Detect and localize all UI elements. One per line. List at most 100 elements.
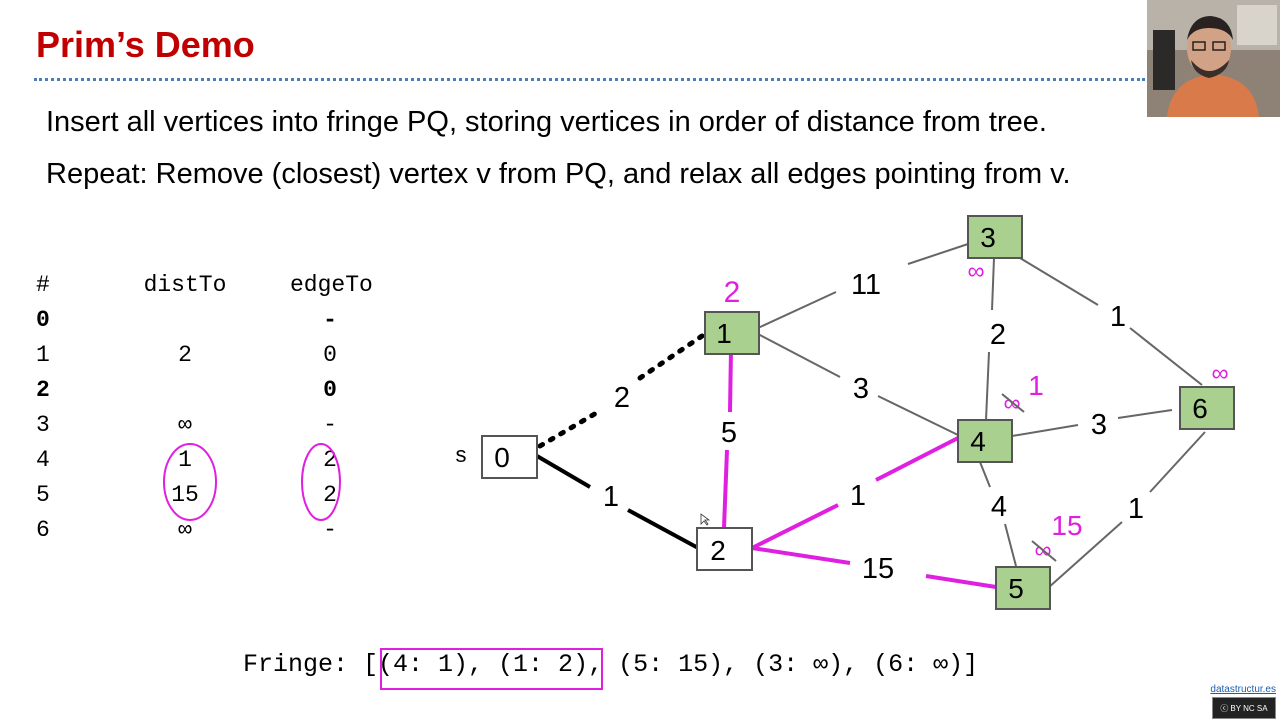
- edge-weight-4-5: 4: [991, 491, 1007, 523]
- dist-label-node-5: 15: [1051, 510, 1082, 541]
- edge-2-5-b: [925, 574, 997, 589]
- edge-2-5-a: [751, 546, 851, 565]
- table-row: 5 15 2: [30, 482, 410, 517]
- edge-weight-2-5: 15: [862, 553, 894, 585]
- datastructures-link[interactable]: datastructur.es: [1210, 684, 1276, 695]
- edge-weight-1-4: 3: [853, 373, 869, 405]
- edge-4-6-b: [1117, 409, 1173, 419]
- row-distto: 1: [178, 447, 192, 473]
- fringe-items: (4: 1), (1: 2), (5: 15), (3: ∞), (6: ∞)]: [378, 650, 979, 679]
- cc-icon: ⓒ: [1220, 703, 1229, 713]
- edge-3-6-b: [1129, 327, 1203, 386]
- table-row: 1 2 0: [30, 342, 410, 377]
- edge-3-6-a: [1019, 257, 1099, 306]
- node-6-label: 6: [1192, 393, 1208, 424]
- node-2: 2: [696, 527, 753, 571]
- edge-1-2-a: [728, 349, 733, 413]
- strike-node-4: [1001, 393, 1025, 413]
- table-row: 3 ∞ -: [30, 412, 410, 447]
- row-vertex: 3: [36, 412, 50, 438]
- row-vertex: 6: [36, 517, 50, 543]
- distto-highlight-ellipse: [163, 443, 217, 521]
- edge-weight-1-2: 5: [721, 417, 737, 449]
- row-vertex: 0: [36, 307, 50, 333]
- edge-weight-3-6: 1: [1110, 301, 1126, 333]
- node-5-label: 5: [1008, 573, 1024, 604]
- edge-1-3-a: [757, 291, 837, 329]
- edge-weight-2-4: 1: [850, 480, 866, 512]
- node-3: 3: [967, 215, 1023, 259]
- dist-label-node-4: 1: [1028, 370, 1044, 401]
- edge-2-4-a: [751, 503, 839, 550]
- row-edgeto: -: [323, 517, 337, 543]
- row-vertex: 1: [36, 342, 50, 368]
- node-1: 1: [704, 311, 760, 355]
- row-edgeto: 2: [323, 482, 337, 508]
- header-distto: distTo: [143, 272, 227, 298]
- row-edgeto: 0: [323, 377, 337, 403]
- edge-5-6-b: [1149, 431, 1206, 493]
- edge-weight-5-6: 1: [1128, 493, 1144, 525]
- edgeto-highlight-ellipse: [301, 443, 341, 521]
- edge-3-4-a: [991, 257, 995, 311]
- edge-0-1-a: [537, 409, 601, 449]
- edge-1-4-b: [877, 395, 959, 436]
- edge-weight-1-3: 11: [851, 269, 881, 301]
- node-0: 0: [481, 435, 538, 479]
- node-4-label: 4: [970, 426, 986, 457]
- source-label: s: [456, 442, 467, 467]
- row-distto: 2: [178, 342, 192, 368]
- edge-weight-0-2: 1: [603, 481, 619, 513]
- dist-label-node-1: 2: [724, 276, 741, 309]
- node-0-label: 0: [494, 442, 510, 473]
- node-5: 5: [995, 566, 1051, 610]
- fringe-prefix: Fringe: [: [243, 650, 379, 679]
- edge-5-6-a: [1047, 521, 1123, 589]
- row-vertex: 4: [36, 447, 50, 473]
- row-distto: ∞: [178, 412, 192, 438]
- title-divider: [34, 78, 1145, 81]
- header-edgeto: edgeTo: [290, 272, 373, 298]
- dist-label-node-4-old: ∞: [1003, 390, 1020, 417]
- dist-label-node-3: ∞: [967, 258, 984, 285]
- dist-label-node-6: ∞: [1211, 360, 1228, 387]
- edge-4-6-a: [1011, 424, 1079, 437]
- table-row: 2 0: [30, 377, 410, 412]
- header-vertex: #: [36, 272, 50, 298]
- edge-4-5-a: [979, 461, 991, 488]
- fringe-text: Fringe: [(4: 1), (1: 2), (5: 15), (3: ∞)…: [243, 650, 978, 679]
- edge-0-1-b: [637, 333, 705, 381]
- row-vertex: 2: [36, 377, 50, 403]
- edge-4-5-b: [1004, 523, 1017, 567]
- row-distto: ∞: [178, 517, 192, 543]
- edge-0-2-b: [627, 508, 701, 551]
- node-2-label: 2: [710, 535, 726, 566]
- edge-3-4-b: [985, 351, 990, 421]
- row-edgeto: 0: [323, 342, 337, 368]
- edge-weight-3-4: 2: [990, 319, 1006, 351]
- mouse-cursor-icon: [700, 513, 711, 526]
- table-row: 0 -: [30, 307, 410, 342]
- row-edgeto: -: [323, 412, 337, 438]
- edge-weight-0-1: 2: [614, 382, 630, 414]
- presenter-video-icon: [1147, 0, 1280, 117]
- row-vertex: 5: [36, 482, 50, 508]
- strike-node-5: [1031, 540, 1057, 562]
- webcam-overlay: [1147, 0, 1280, 117]
- edge-weight-4-6: 3: [1091, 409, 1107, 441]
- node-4: 4: [957, 419, 1013, 463]
- slide-title: Prim’s Demo: [36, 24, 255, 65]
- table-row: 6 ∞ -: [30, 517, 410, 552]
- node-3-label: 3: [980, 222, 996, 253]
- node-6: 6: [1179, 386, 1235, 430]
- edge-1-4-a: [757, 333, 841, 378]
- node-1-label: 1: [716, 318, 732, 349]
- cc-license-text: BY NC SA: [1230, 703, 1268, 713]
- edge-0-2-a: [535, 454, 592, 489]
- row-distto: 15: [171, 482, 199, 508]
- cc-license-badge: ⓒ BY NC SA: [1212, 697, 1276, 719]
- table-header: # distTo edgeTo: [30, 272, 410, 307]
- edge-1-3-b: [907, 243, 969, 265]
